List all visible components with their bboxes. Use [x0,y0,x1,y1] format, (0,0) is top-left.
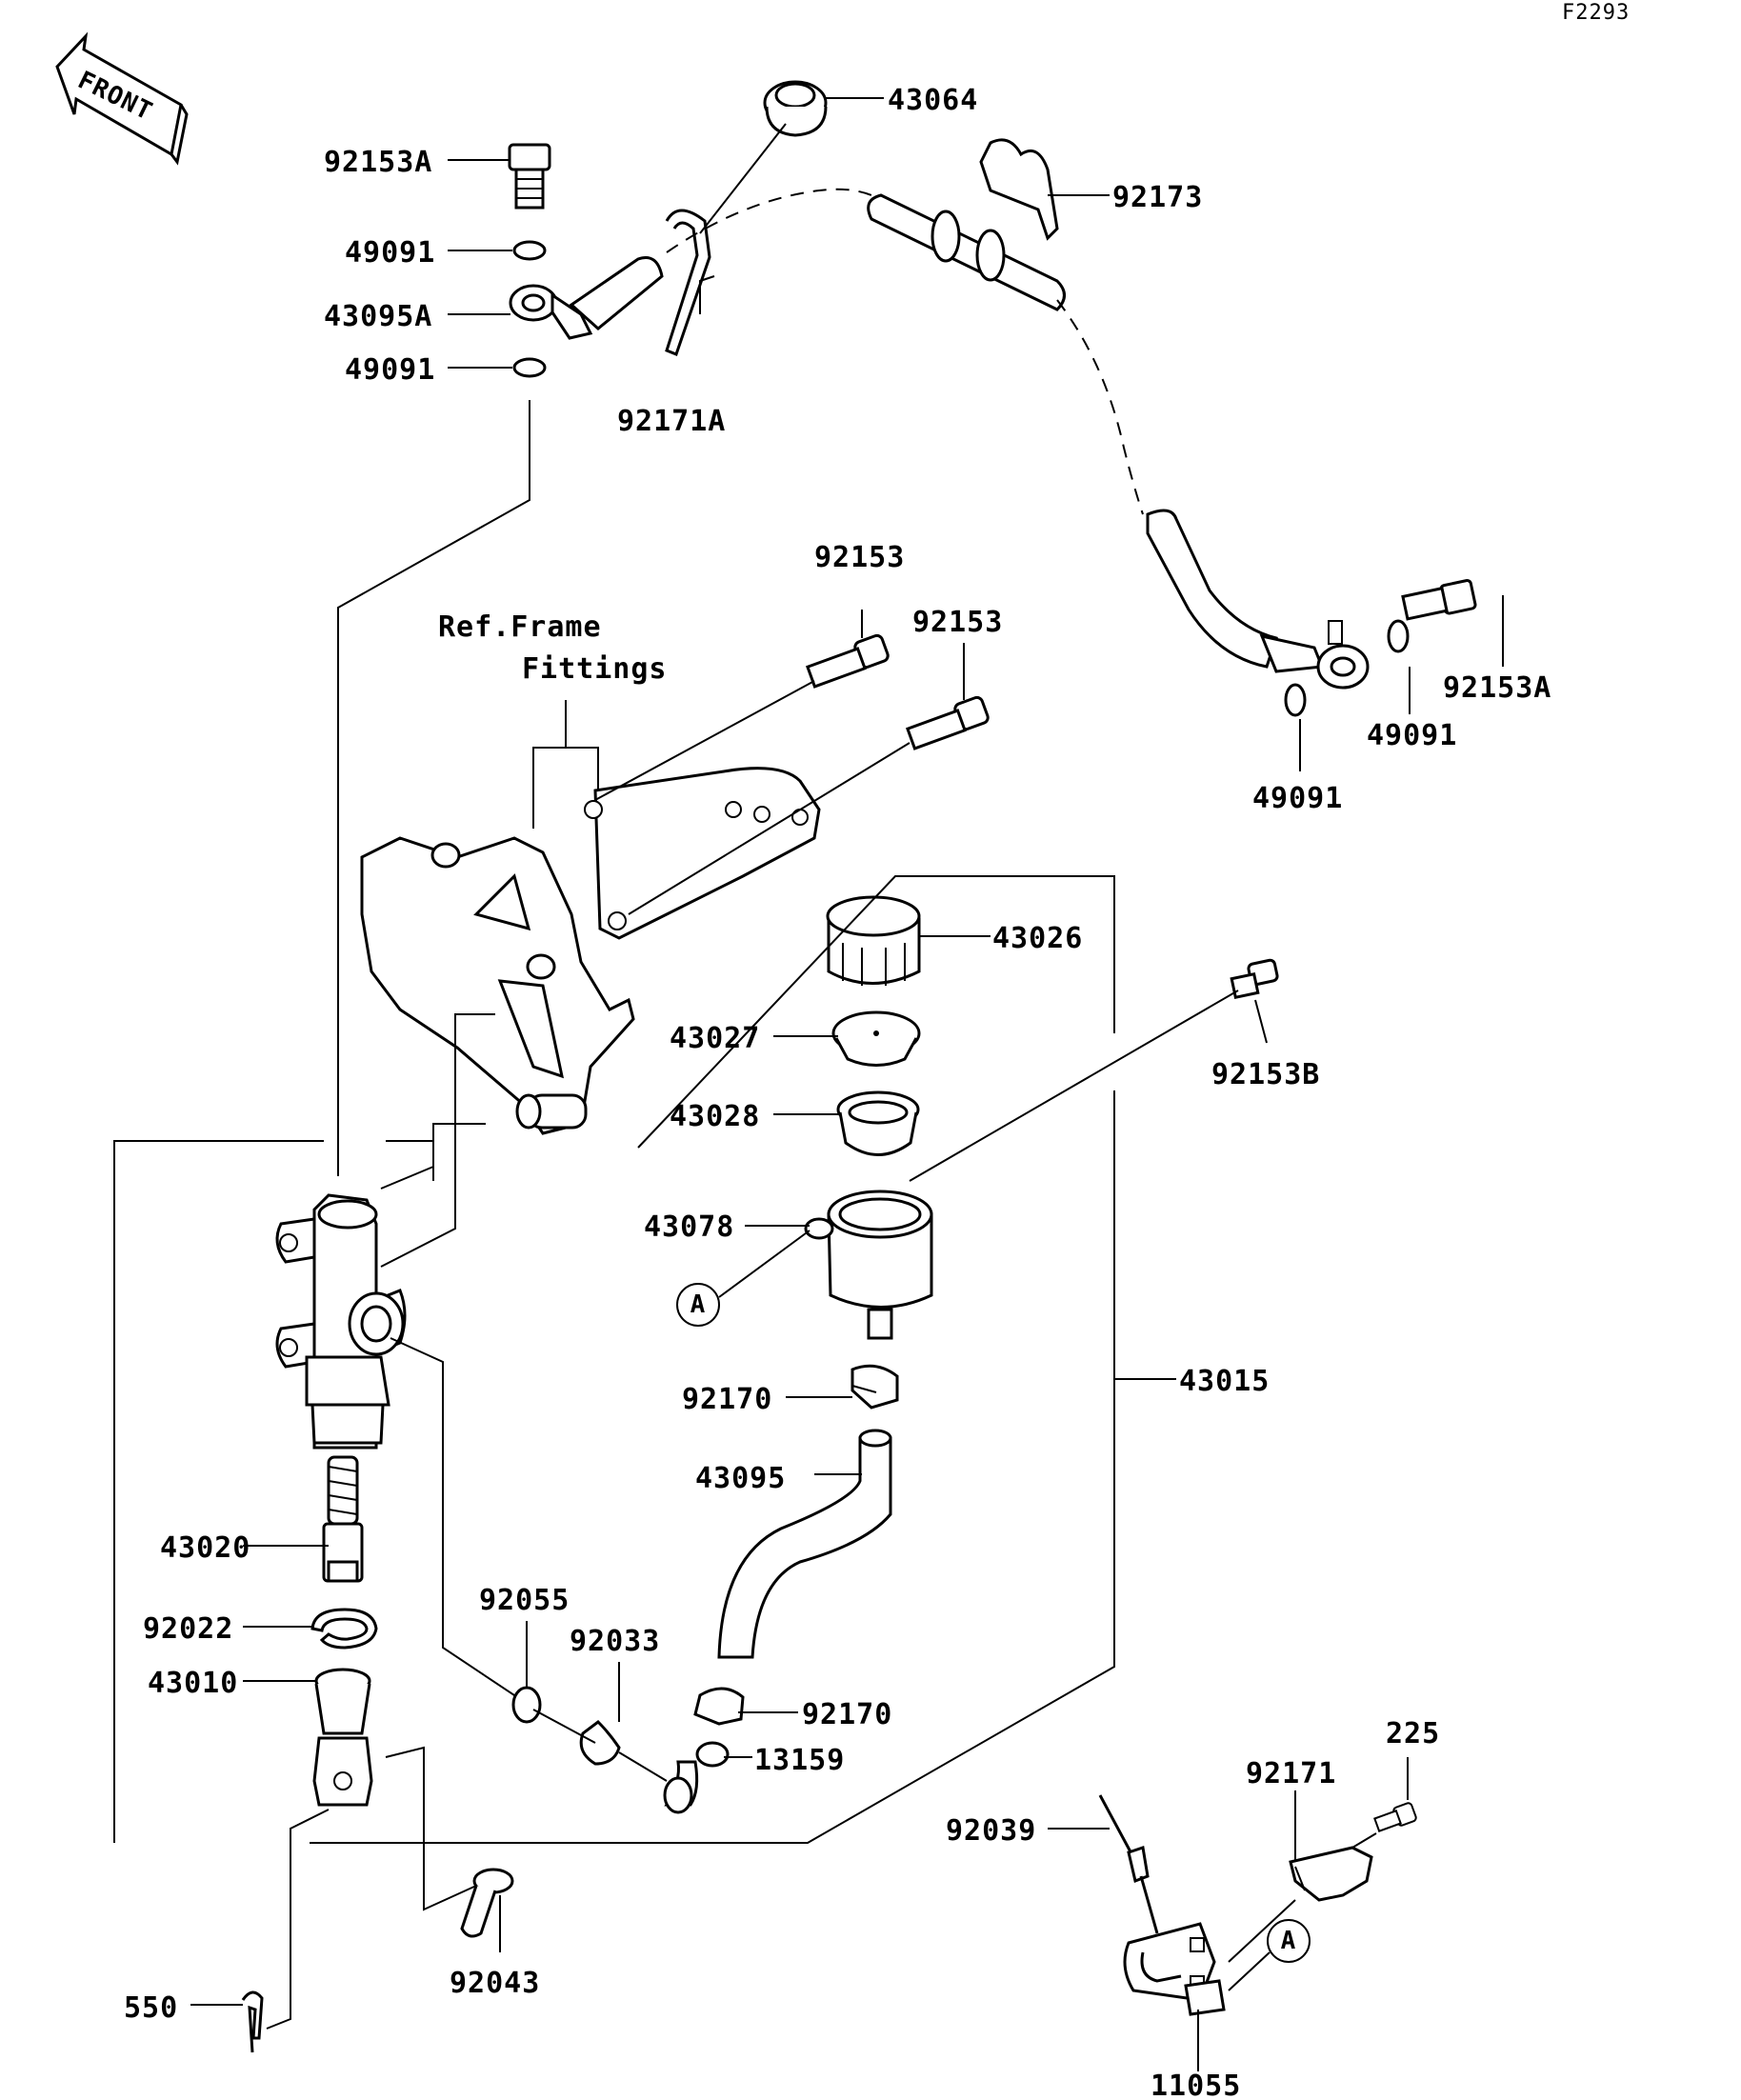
part-label[interactable]: 43015 [1179,1365,1270,1398]
part-label[interactable]: 49091 [1252,782,1343,815]
part-label[interactable]: 92171 [1246,1757,1336,1790]
part-label[interactable]: 92153B [1211,1058,1320,1091]
part-label[interactable]: 92153 [912,606,1003,639]
banjo-bolt-icon [508,143,551,210]
small-screw-icon [1373,1802,1417,1832]
part-label[interactable]: 43020 [160,1531,250,1565]
hose-clamp-icon [693,1687,745,1726]
part-label[interactable]: 92022 [143,1612,233,1646]
part-label[interactable]: 43026 [992,922,1083,955]
part-label[interactable]: 92033 [570,1625,660,1658]
part-label[interactable]: 43027 [670,1022,760,1055]
mounting-bolt-icon [806,633,890,689]
part-label[interactable]: 49091 [1367,719,1457,752]
figure-id: F2293 [1562,1,1630,25]
hose-clip-icon [665,209,711,356]
master-cylinder-icon [275,1193,407,1450]
clevis-pin-icon [460,1868,514,1938]
part-label[interactable]: 11055 [1151,2070,1241,2100]
part-label[interactable]: 92170 [802,1698,892,1731]
banjo-bolt-icon [1401,579,1477,621]
banjo-fitting-icon [1259,620,1370,690]
part-label[interactable]: 43095 [695,1462,786,1495]
washer-icon [1284,683,1307,717]
hose-route [1056,299,1144,515]
part-label[interactable]: 43010 [148,1667,238,1700]
part-label[interactable]: 43095A [324,300,432,333]
part-label[interactable]: 43064 [888,84,978,117]
part-label[interactable]: 92170 [682,1383,772,1416]
banjo-fitting-icon [509,284,593,340]
switch-bracket-icon [1123,1922,1226,2016]
part-label[interactable]: 49091 [345,236,435,270]
hose-route [666,188,882,253]
snap-ring-icon [579,1720,621,1766]
grommet-icon [763,80,828,137]
reservoir-tank-icon [804,1190,933,1340]
part-label[interactable]: 92153A [324,146,432,179]
reservoir-cap-icon [826,895,921,986]
footrest-bracket-icon [360,836,635,1135]
part-label[interactable]: 92039 [946,1814,1036,1848]
diaphragm-icon [836,1090,920,1156]
upper-hose-icon [569,256,664,330]
part-label[interactable]: 92153A [1443,671,1551,705]
piston-spring-icon [322,1455,364,1583]
circlip-icon [310,1608,378,1650]
part-label[interactable]: 225 [1386,1717,1440,1750]
o-ring-icon [511,1686,542,1724]
part-label[interactable]: 13159 [754,1744,845,1777]
part-label[interactable]: 92171A [617,405,726,438]
reference-marker-a-label: A [690,1290,707,1319]
hose-clamp-icon [850,1364,899,1410]
ref-note-line2: Fittings [522,652,668,686]
part-label[interactable]: 49091 [345,353,435,387]
part-label[interactable]: 550 [124,1991,178,2025]
part-label[interactable]: 92173 [1112,181,1203,214]
mounting-bolt-icon [906,695,990,750]
washer-icon [1387,619,1410,653]
washer-icon [512,357,547,378]
brake-switch-icon [1098,1794,1159,1934]
cotter-pin-icon [241,1990,264,2053]
hose-segment-icon [867,193,1066,311]
part-label[interactable]: 92153 [814,541,905,574]
reservoir-hose-icon [717,1429,892,1659]
hose-joint-icon [663,1741,730,1814]
reference-marker-a-label: A [1281,1927,1297,1955]
pushrod-icon [312,1668,373,1807]
clamp-icon [979,138,1059,241]
part-label[interactable]: 43078 [644,1210,734,1244]
screw-icon [1230,958,1279,1000]
part-label[interactable]: 92055 [479,1584,570,1617]
frame-bracket-icon [584,767,821,940]
lower-hose-icon [1146,509,1278,669]
part-label[interactable]: 92043 [450,1967,540,2000]
reference-marker-a [676,1283,720,1327]
part-label[interactable]: 43028 [670,1100,760,1133]
bracket-clip-icon [1289,1846,1373,1902]
reference-marker-a [1267,1919,1311,1963]
ref-note-line1: Ref.Frame [438,610,602,644]
washer-icon [512,240,547,261]
diaphragm-plate-icon [831,1010,921,1067]
front-direction-arrow: FRONT [55,31,189,166]
